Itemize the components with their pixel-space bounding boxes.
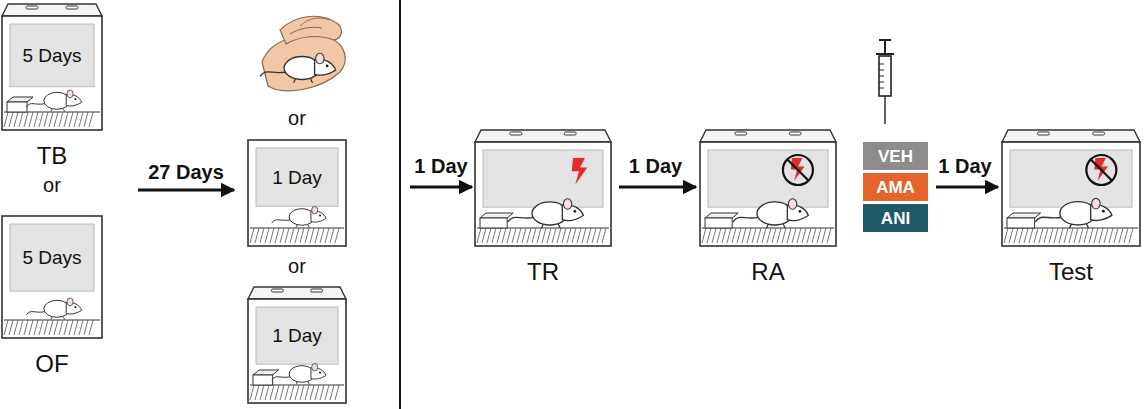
- phase-label: Test: [1002, 260, 1140, 284]
- timeline-arrow: [138, 189, 234, 192]
- duration-text: 5 Days: [2, 248, 102, 267]
- phase-label: TR: [475, 260, 611, 284]
- or-label: or: [288, 256, 306, 276]
- chamber-drawing: [2, 4, 102, 130]
- shock-bolt: [572, 158, 588, 184]
- timeline-arrow: [410, 186, 472, 189]
- mouse-figure: [260, 53, 336, 82]
- mouse-figure: [508, 199, 583, 228]
- chamber-box: TR: [475, 128, 611, 246]
- drug-name: VEH: [878, 148, 913, 165]
- or-label: or: [288, 108, 306, 128]
- or-label: or: [43, 175, 61, 195]
- mouse-figure: [272, 206, 326, 227]
- chamber-box: 1 Day: [248, 285, 346, 403]
- chamber-box: 5 DaysTB: [2, 2, 102, 130]
- chamber-drawing: [700, 130, 836, 246]
- interval-label: 27 Days: [148, 162, 224, 182]
- chamber-box: Test: [1002, 128, 1140, 246]
- chamber-box: 5 DaysOF: [2, 212, 102, 338]
- drug-name: ANI: [881, 210, 910, 227]
- mouse-figure: [1035, 198, 1111, 228]
- duration-text: 1 Day: [248, 168, 346, 187]
- chamber-drawing: [475, 130, 611, 246]
- drug-label-box: ANI: [863, 204, 928, 232]
- timeline-arrow: [936, 186, 998, 189]
- duration-text: 5 Days: [2, 46, 102, 65]
- no-shock-symbol: [1086, 155, 1116, 185]
- chamber-drawing: [248, 287, 346, 403]
- mouse-figure: [26, 90, 81, 112]
- divider-line: [399, 0, 401, 409]
- duration-text: 1 Day: [248, 326, 346, 345]
- chamber-drawing: [1002, 130, 1140, 246]
- mouse-figure: [272, 363, 326, 384]
- chamber-box: RA: [700, 128, 836, 246]
- no-shock-symbol: [783, 155, 813, 185]
- mouse-figure: [26, 298, 81, 320]
- chamber-drawing: [2, 216, 102, 338]
- drug-label-box: VEH: [863, 142, 928, 170]
- interval-label: 1 Day: [414, 156, 467, 176]
- drug-name: AMA: [876, 179, 915, 196]
- interval-label: 1 Day: [938, 156, 991, 176]
- mouse-figure: [733, 199, 808, 228]
- timeline-arrow: [619, 186, 696, 189]
- phase-label: RA: [700, 260, 836, 284]
- phase-label: OF: [2, 352, 102, 376]
- chamber-box: 1 Day: [248, 136, 346, 246]
- phase-label: TB: [2, 144, 102, 168]
- syringe-icon: [876, 40, 894, 124]
- chamber-drawing: [248, 140, 346, 246]
- interval-label: 1 Day: [629, 156, 682, 176]
- hand-restraint-illustration: [260, 16, 345, 91]
- drug-label-box: AMA: [863, 173, 928, 201]
